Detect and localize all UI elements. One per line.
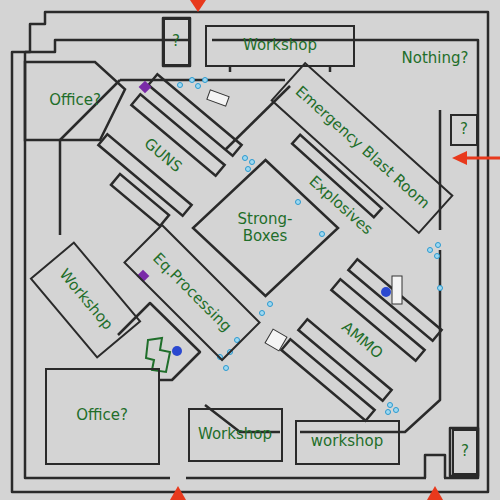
room-box: Workshop — [188, 408, 283, 462]
room-box: workshop — [295, 420, 400, 465]
area-label: AMMO — [336, 316, 388, 364]
room-name: ? — [460, 121, 468, 138]
room-name: workshop — [311, 433, 383, 450]
room-name: Eq.Processing — [149, 249, 235, 335]
purple-markers — [137, 81, 152, 283]
room-name: Office? — [49, 92, 101, 109]
room-name: Office? — [76, 407, 128, 424]
area-label: GUNS — [138, 133, 187, 178]
entry-arrows — [170, 0, 500, 500]
room-box: Office? — [45, 368, 160, 465]
room-name: Workshop — [198, 426, 272, 443]
room-name: Emergency Blast Room — [291, 83, 432, 212]
crates — [207, 90, 402, 351]
room-box: ? — [452, 429, 478, 475]
room-name: Strong-Boxes — [225, 211, 305, 246]
room-outline-shape — [25, 62, 125, 140]
loot-dots — [178, 78, 443, 415]
room-box: ? — [450, 114, 478, 146]
area-label: Nothing? — [399, 50, 472, 67]
room-name: Workshop — [243, 37, 317, 54]
room-box: Eq.Processing — [123, 223, 261, 361]
room-box: Workshop — [29, 241, 141, 359]
room-name: Workshop — [55, 266, 116, 334]
room-name: ? — [461, 443, 469, 460]
walls — [12, 12, 488, 492]
room-box: Workshop — [205, 25, 355, 67]
room-box: Office? — [25, 62, 125, 140]
room-name: ? — [172, 33, 180, 50]
room-box: ? — [163, 18, 190, 66]
